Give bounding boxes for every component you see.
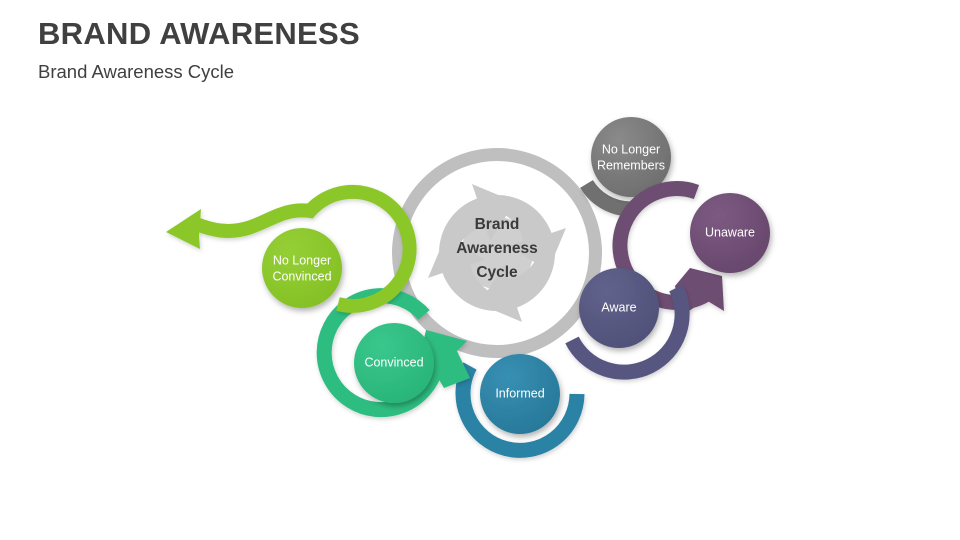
no-longer-convinced-ring <box>166 184 417 313</box>
page-subtitle: Brand Awareness Cycle <box>38 60 235 82</box>
hub-outer-ring <box>392 148 602 358</box>
hub-recycle-arrows-icon <box>428 184 566 322</box>
informed-ring <box>455 362 585 458</box>
no-longer-remembers-circle[interactable] <box>591 117 671 197</box>
convinced-circle[interactable] <box>354 323 434 403</box>
informed-circle[interactable] <box>480 354 560 434</box>
aware-ring <box>565 284 690 380</box>
unaware-circle[interactable] <box>690 193 770 273</box>
no-longer-convinced-arrowhead-icon <box>166 209 201 249</box>
cycle-node-aware[interactable]: Aware <box>565 268 690 380</box>
cycle-node-informed[interactable]: Informed <box>455 354 585 458</box>
page-title: BRAND AWARENESS <box>38 16 360 51</box>
cycle-node-convinced[interactable]: Convinced <box>316 288 470 418</box>
convinced-arrowhead-icon <box>417 330 470 388</box>
no-longer-convinced-circle[interactable] <box>262 228 342 308</box>
aware-circle[interactable] <box>579 268 659 348</box>
slide-header: BRAND AWARENESS Brand Awareness Cycle <box>38 16 738 83</box>
